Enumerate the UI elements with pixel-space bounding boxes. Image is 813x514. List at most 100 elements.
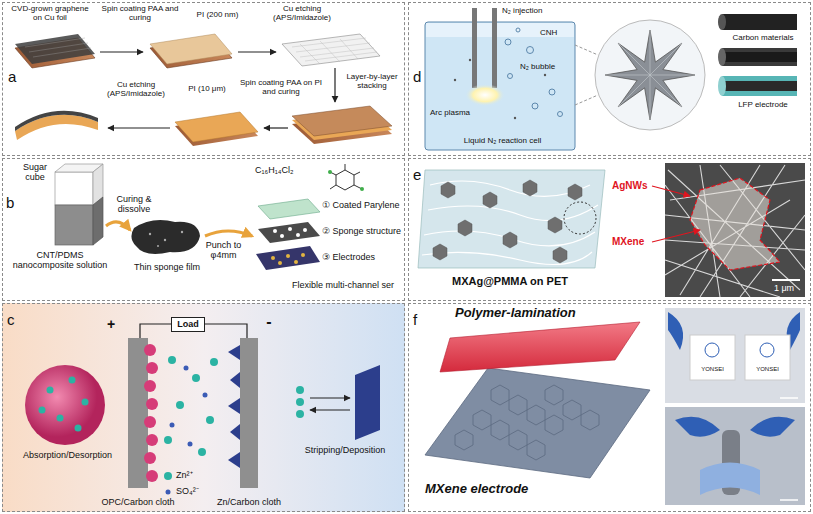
panel-d-art-circle	[558, 112, 563, 117]
layer-label: ③ Electrodes	[322, 252, 404, 262]
panel-b-art-circle	[294, 260, 298, 264]
callout-label: N₂ bubble	[520, 62, 572, 71]
panel-f-art-use	[527, 405, 545, 425]
process-label: Curing & dissolve	[104, 194, 164, 215]
panel-c-art-rect	[128, 338, 148, 488]
panel-c-art-circle	[184, 366, 189, 371]
panel-b-art-circle	[286, 254, 290, 258]
panel-a-art-polygon	[15, 34, 95, 64]
panel-e-art	[418, 163, 805, 297]
panel-d-art-circle	[544, 74, 546, 76]
material-label: Sugar cube	[16, 162, 54, 183]
panel-frame: d	[408, 2, 811, 156]
panel-a-art-line	[100, 51, 143, 52]
panel-b-art-circle	[278, 261, 282, 265]
panel-b-art-circle	[181, 231, 183, 233]
panel-e-art-line	[772, 279, 800, 281]
panel-b-art-polygon	[93, 197, 103, 245]
panel-letter: d	[413, 69, 421, 84]
panel-f-art	[425, 308, 805, 505]
panel-c-art-circle	[146, 398, 158, 410]
panel-d-art-circle	[469, 59, 471, 61]
panel-b-art-circle	[157, 245, 159, 247]
photo-text: YONSEI	[690, 366, 735, 373]
panel-frame: a	[2, 2, 405, 156]
scale-bar-label: 1 μm	[766, 283, 802, 293]
panel-f-art-rect	[665, 308, 805, 403]
panel-a-art	[15, 34, 392, 146]
panel-c-art-circle	[144, 452, 156, 464]
electrode-label: Zn/Carbon cloth	[199, 497, 299, 507]
panel-f-art-use	[509, 430, 527, 450]
panel-f-art-rect	[665, 407, 805, 505]
panel-b-art-circle	[328, 170, 332, 174]
panel-b-art	[55, 164, 364, 270]
panel-f-art-path	[750, 417, 795, 437]
panel-d-art-circle	[508, 74, 513, 79]
panel-a-art-line	[264, 127, 288, 128]
process-label: Absorption/Desorption	[15, 450, 120, 460]
panel-a-art-polygon	[150, 34, 232, 64]
panel-c-art-circle	[166, 490, 171, 495]
panel-d-art-rect	[472, 8, 477, 88]
panel-c-art-circle	[210, 358, 218, 366]
callout-label: Liquid N₂ reaction cell	[440, 136, 565, 145]
panel-d-art-ellipse	[718, 14, 726, 30]
panel-d-art-ellipse	[718, 76, 726, 96]
panel-f-art-use	[563, 400, 581, 420]
panel-d-art-rect	[425, 22, 575, 150]
panel-c-art-circle	[144, 380, 156, 392]
panel-letter: f	[413, 312, 417, 327]
panel-c-art-line	[310, 409, 350, 410]
panel-a-art-polygon	[282, 34, 380, 66]
panel-f-art-use	[545, 385, 563, 405]
panel-f-art-line	[780, 499, 798, 501]
panel-c-art-rect	[240, 338, 258, 488]
panel-e-art-use	[503, 232, 517, 248]
callout-label: N₂ injection	[502, 6, 574, 15]
callout-label: AgNWs	[612, 180, 660, 192]
panel-b-art-rect	[55, 172, 93, 205]
panel-c-art-circle	[176, 401, 184, 409]
panel-c-art-circle	[39, 407, 46, 414]
panel-c-art-circle	[164, 472, 172, 480]
panel-b-art-path	[131, 220, 200, 254]
panel-c-art-polygon	[230, 424, 240, 440]
panel-b-art-circle	[360, 187, 364, 191]
panel-e-art-use	[523, 180, 537, 196]
panel-a-art-path	[15, 111, 98, 131]
panel-b-art-path	[106, 222, 130, 230]
step-label: PI (10 μm)	[182, 84, 232, 93]
step-label: Cu etching (APS/Imidazole)	[258, 4, 346, 22]
panel-c-art-polygon	[230, 372, 240, 388]
panel-f-art-circle	[760, 343, 774, 357]
polarity-sign: +	[104, 316, 118, 332]
panel-d-art-rect	[722, 48, 797, 66]
panel-e-art-use	[441, 182, 455, 198]
panel-d-art-ellipse	[465, 84, 505, 106]
panel-f-art-use	[509, 395, 527, 415]
panel-d-art-circle	[514, 117, 516, 119]
panel-b-art-circle	[296, 233, 300, 237]
panel-d-art-line	[575, 95, 598, 105]
process-label: Punch to φ4mm	[196, 240, 251, 261]
panel-c-art-circle	[170, 423, 175, 428]
panel-f-art-path	[700, 463, 760, 496]
panel-c-art-circle	[57, 415, 64, 422]
panel-f-art-path	[675, 417, 720, 437]
panel-a-art-path	[15, 115, 98, 140]
panel-caption: Polymer-lamination	[455, 306, 635, 321]
step-label: Layer-by-layer stacking	[342, 72, 402, 90]
panel-c-art-circle	[144, 344, 156, 356]
panel-f-art-path	[668, 312, 683, 350]
panel-c-art-circle	[69, 377, 76, 384]
panel-c-art-circle	[203, 393, 208, 398]
panel-d-art-circle	[527, 47, 534, 54]
panel-a-art-polygon	[175, 112, 258, 142]
panel-e-art-use	[553, 247, 567, 263]
panel-c-art-circle	[47, 387, 54, 394]
step-label: Spin coating PAA and curing	[100, 4, 180, 22]
panel-d-art-rect	[722, 52, 797, 62]
step-label: Spin coating PAA on PI and curing	[234, 78, 328, 96]
panel-d-art-circle	[505, 39, 511, 45]
